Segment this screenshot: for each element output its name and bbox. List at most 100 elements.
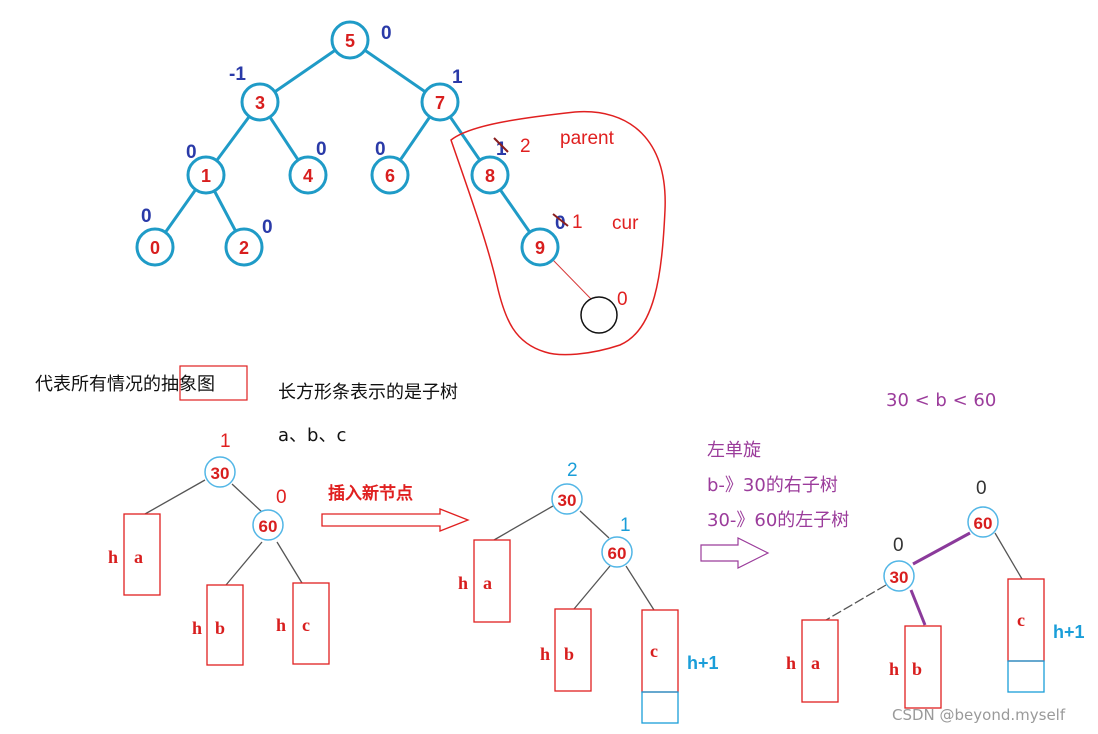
after-label-c: c (650, 641, 658, 661)
rotated-edge-30-b (909, 589, 927, 626)
bf-1: 0 (186, 142, 197, 163)
after-label-a: a (483, 573, 492, 593)
after-bf-30: 2 (567, 460, 578, 481)
diagram-after-insert: 30 60 2 1 h a h b c h+1 (458, 460, 719, 724)
rot-node-30-label: 30 (890, 568, 909, 587)
range-note: 30 < b < 60 (886, 390, 996, 411)
top-tree: 5 3 7 1 4 6 8 0 2 9 0 -1 1 0 0 0 1 0 0 0… (135, 20, 666, 356)
bf-7: 1 (452, 67, 463, 88)
before-node-30-label: 30 (211, 464, 230, 483)
strike-mark-8 (493, 137, 509, 153)
before-subtree-b (206, 584, 244, 666)
rot-bf-30: 0 (893, 535, 904, 556)
insert-arrow (321, 508, 470, 532)
bf-8-updated: 2 (520, 136, 531, 157)
node-label-5: 5 (345, 31, 355, 51)
after-node-30 (551, 483, 583, 515)
after-h-a: h (458, 573, 468, 593)
node-label-3: 3 (255, 93, 265, 113)
after-bf-60: 1 (620, 515, 631, 536)
rot-subtree-c-extra (1007, 660, 1045, 693)
bf-3: -1 (229, 64, 246, 85)
highlight-loop (450, 110, 666, 356)
tree-node-5 (330, 20, 370, 60)
rot-node-60-label: 60 (974, 514, 993, 533)
before-h-b: h (192, 618, 202, 638)
after-subtree-a (473, 539, 511, 623)
bf-9: 0 (555, 213, 566, 234)
tree-node-4 (288, 155, 328, 195)
tree-node-9 (520, 227, 560, 267)
after-h1: h+1 (687, 653, 719, 673)
node-label-6: 6 (385, 166, 395, 186)
node-label-2: 2 (239, 238, 249, 258)
after-node-60-label: 60 (608, 544, 627, 563)
before-label-c: c (302, 615, 310, 635)
bf-4: 0 (316, 139, 327, 160)
subtree-note: 长方形条表示的是子树 (278, 382, 458, 403)
rot-bf-60: 0 (976, 478, 987, 499)
rot-label-b: b (912, 659, 922, 679)
rot-label-c: c (1017, 610, 1025, 630)
tree-node-8 (470, 155, 510, 195)
rot-label-a: a (811, 653, 820, 673)
after-subtree-c (641, 609, 679, 693)
tree-node-3 (240, 82, 280, 122)
rot-subtree-c (1007, 578, 1045, 662)
watermark: CSDN @beyond.myself (892, 706, 1066, 724)
bf-2: 0 (262, 217, 273, 238)
diagram-after-rotate: 60 30 0 0 h a h b c h+1 (786, 478, 1085, 709)
edge-9-new (552, 259, 593, 301)
subtree-names: a、b、c (278, 425, 346, 446)
before-bf-60: 0 (276, 487, 287, 508)
before-label-b: b (215, 618, 225, 638)
bf-new-node: 0 (617, 289, 628, 310)
insert-label: 插入新节点 (328, 483, 413, 504)
rotated-edge-60-30 (912, 531, 971, 566)
rot-h1: h+1 (1053, 622, 1085, 642)
after-h-b: h (540, 644, 550, 664)
node-label-0: 0 (150, 238, 160, 258)
bf-0: 0 (141, 206, 152, 227)
before-subtree-a (123, 513, 161, 596)
after-subtree-b (554, 608, 592, 692)
rotation-step-1: b-》30的右子树 (707, 475, 838, 496)
node-label-1: 1 (201, 166, 211, 186)
strike-mark-9 (552, 213, 569, 227)
cur-label: cur (612, 213, 639, 234)
before-bf-30: 1 (220, 431, 231, 452)
parent-label: parent (560, 128, 615, 149)
bf-9-updated: 1 (572, 212, 583, 233)
tree-node-0 (135, 227, 175, 267)
rot-node-60 (967, 506, 999, 538)
before-node-60-label: 60 (259, 517, 278, 536)
tree-node-1 (186, 155, 226, 195)
node-label-8: 8 (485, 166, 495, 186)
tree-node-7 (420, 82, 460, 122)
after-subtree-c-extra (641, 691, 679, 724)
new-node (580, 296, 618, 334)
after-node-60 (601, 536, 633, 568)
tree-node-2 (224, 227, 264, 267)
rot-node-30 (883, 560, 915, 592)
rotation-step-2: 30-》60的左子树 (707, 510, 849, 531)
before-label-a: a (134, 547, 143, 567)
node-label-4: 4 (303, 166, 313, 186)
after-label-b: b (564, 644, 574, 664)
before-h-a: h (108, 547, 118, 567)
rot-subtree-b (904, 625, 942, 709)
node-label-7: 7 (435, 93, 445, 113)
node-label-9: 9 (535, 238, 545, 258)
before-node-30 (204, 456, 236, 488)
diagram-before-insert: 30 60 1 0 h a h b h c (108, 431, 330, 666)
after-node-30-label: 30 (558, 491, 577, 510)
bf-5: 0 (381, 23, 392, 44)
rot-h-a: h (786, 653, 796, 673)
tree-node-6 (370, 155, 410, 195)
rot-subtree-a (801, 619, 839, 703)
bf-8: 1 (496, 139, 507, 160)
abstract-box-highlight (179, 365, 248, 401)
rotation-title: 左单旋 (707, 440, 761, 461)
before-subtree-c (292, 582, 330, 665)
